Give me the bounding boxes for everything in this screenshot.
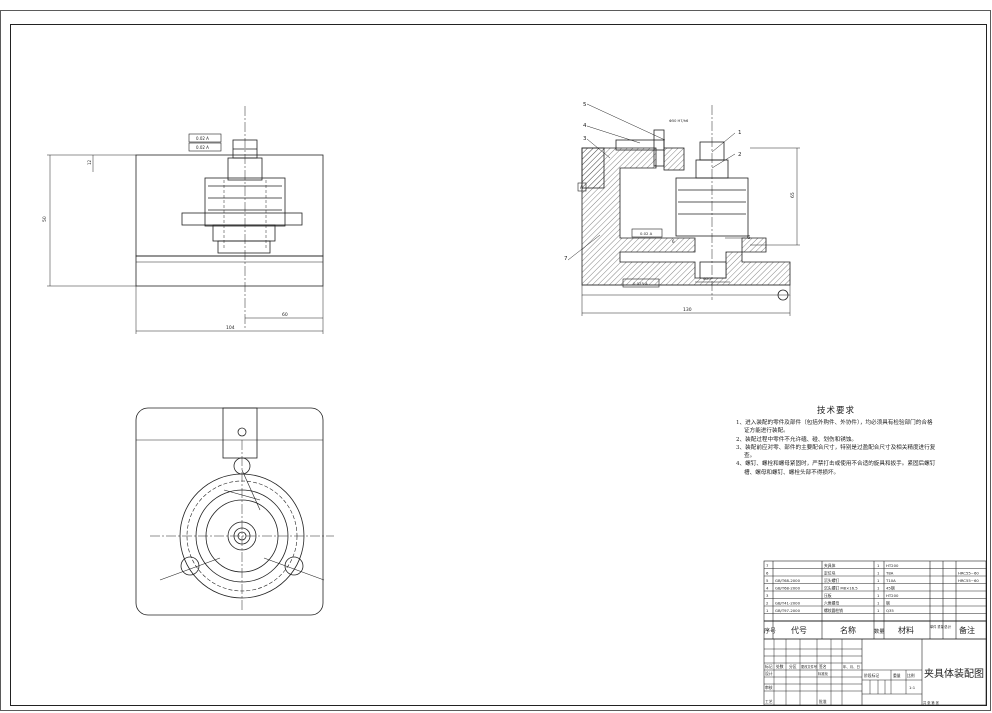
bom-qty: 1 [877, 593, 880, 598]
bom-name: 定位块 [824, 571, 836, 576]
bom-name: 压板 [824, 593, 832, 598]
bom-material: HT200 [886, 563, 899, 568]
section-tolerance-bottom: 0.025 A [633, 281, 648, 286]
part-label-5: 5 [583, 102, 587, 108]
bom-name: 六角螺母 [824, 601, 839, 606]
bom-material: T10A [885, 578, 896, 583]
bom-header-seq: 序号 [764, 627, 776, 635]
bom-qty: 1 [877, 586, 880, 591]
bom-remark: HRC55~60 [958, 578, 979, 583]
top-view [135, 407, 334, 616]
tb-change-doc: 更改文件号 [801, 664, 817, 669]
bom-code: GB/T41-2000 [775, 601, 801, 606]
bom-code: GB/T68-2000 [775, 586, 801, 591]
part-label-6: 6 [747, 235, 751, 241]
front-base [135, 255, 324, 287]
section-body-hatched [581, 147, 791, 286]
part-label-3: 3 [583, 136, 587, 142]
inner-border [10, 24, 987, 706]
tb-scale: 1:1 [909, 685, 916, 690]
bom-qty: 1 [877, 608, 880, 613]
drawing-title: 夹具体装配图 [924, 667, 984, 680]
bom-header-material: 材料 [898, 625, 914, 635]
section-dim-height: 65 [790, 192, 796, 198]
bom-qty: 1 [877, 563, 880, 568]
tb-mark: 标记 [765, 664, 773, 669]
bom-material: HT200 [886, 593, 899, 598]
front-dim-small: 12 [87, 159, 92, 165]
tb-stage: 阶段标记 [864, 673, 879, 678]
bom-name: 夹具体 [824, 563, 836, 568]
title-block-text: 标记 处数 分区 更改文件号 签名 年、月、日 设计 标准化 审核 工艺 批准 … [765, 664, 940, 705]
outer-border [0, 10, 991, 711]
section-dim-small-2: Φ20 [703, 276, 711, 281]
tb-date: 年、月、日 [843, 664, 860, 669]
tb-count: 处数 [776, 664, 784, 669]
bom-material: 钢 [886, 601, 890, 606]
bom-seq: 2 [766, 601, 769, 606]
bom-seq: 5 [766, 578, 769, 583]
bom-seq: 7 [766, 563, 769, 568]
section-tolerance-mid: 0.02 A [640, 231, 653, 236]
tb-signature: 签名 [819, 664, 827, 669]
section-dim-fit: Φ50 H7/h6 [669, 119, 689, 123]
tb-zone: 分区 [789, 664, 797, 669]
tb-sheet-footer: 共 张 第 张 [923, 700, 940, 705]
bom-seq: 6 [766, 571, 769, 576]
front-tolerance-1: 0.02 A [196, 136, 209, 141]
front-tolerance-2: 0.02 A [196, 145, 209, 150]
tb-design: 设计 [765, 671, 773, 676]
tb-scale-label: 比例 [907, 673, 915, 678]
bom-qty: 1 [877, 601, 880, 606]
technical-requirements-title: 技术要求 [816, 406, 855, 416]
tb-process: 工艺 [765, 699, 773, 704]
tb-standardization: 标准化 [818, 671, 829, 676]
bom-material: T8A [885, 571, 894, 576]
bom-header-code: 代号 [791, 625, 807, 635]
front-dim-width: 104 [226, 325, 235, 331]
technical-requirements: 技术要求 1、进入装配的零件及部件（包括外购件、外协件），均必须具有检验部门的合… [736, 404, 936, 477]
part-label-1: 1 [738, 130, 742, 136]
bom-name: 沉头螺钉 [824, 578, 839, 583]
part-label-7: 7 [564, 256, 568, 262]
part-label-4: 4 [583, 123, 587, 129]
bom-name: 沉头螺钉 M8×16.5 [824, 586, 858, 591]
bom-material: 45钢 [886, 586, 895, 591]
technical-requirement-item: 3、装配前应对零、部件的主要配合尺寸，特别是过盈配合尺寸及相关精度进行复查。 [736, 444, 936, 460]
section-surface-mark: A [580, 185, 583, 190]
bom-seq: 1 [766, 608, 769, 613]
bom-seq: 4 [766, 586, 769, 591]
bom-qty: 1 [877, 571, 880, 576]
bom-seq: 3 [766, 593, 769, 598]
bom-header: 序号 代号 名称 数量 材料 单件 重量 总计 备注 [764, 624, 975, 635]
title-block [763, 638, 987, 706]
part-label-2: 2 [738, 152, 742, 158]
front-dim-half: 60 [282, 312, 288, 318]
bom-header-remark: 备注 [959, 625, 975, 635]
technical-requirement-item: 1、进入装配的零件及部件（包括外购件、外协件），均必须具有检验部门的合格证方能进… [736, 420, 933, 435]
bom-code: GB/T68-2000 [775, 578, 801, 583]
bom-code: GB/T97-2000 [775, 608, 801, 613]
front-view [47, 106, 324, 334]
section-dim-small-1: 6 [672, 239, 675, 244]
front-dim-height: 50 [42, 216, 48, 222]
top-view-body [135, 407, 324, 616]
bom-rows: 7 夹具体 1 HT200 6 定位块 1 T8A HRC55~60 5 GB/… [766, 563, 979, 613]
tb-approve: 批准 [819, 699, 827, 704]
bom-material: Q35 [886, 608, 894, 613]
bom-remark: HRC55~60 [958, 571, 979, 576]
section-view [567, 103, 800, 316]
tb-weight: 重量 [893, 673, 901, 678]
bom-header-qty: 数量 [874, 627, 884, 635]
technical-requirement-item: 4、螺钉、螺栓和螺母紧固时，严禁打击或使用不合适的旋具和扳手。紧固后螺钉槽、螺母… [736, 461, 936, 476]
bom-name: 螺纹圆柱销 [824, 608, 843, 613]
tb-review: 审核 [765, 685, 773, 690]
bom-header-name: 名称 [840, 625, 856, 635]
bom-header-unit-weight: 单件 重量 [930, 624, 945, 629]
bom-qty: 1 [877, 578, 880, 583]
bom-header-total-weight: 总计 [944, 624, 952, 629]
section-dim-width: 130 [683, 307, 692, 313]
technical-requirement-item: 2、装配过程中零件不允许磕、碰、划伤和锈蚀。 [736, 436, 858, 443]
